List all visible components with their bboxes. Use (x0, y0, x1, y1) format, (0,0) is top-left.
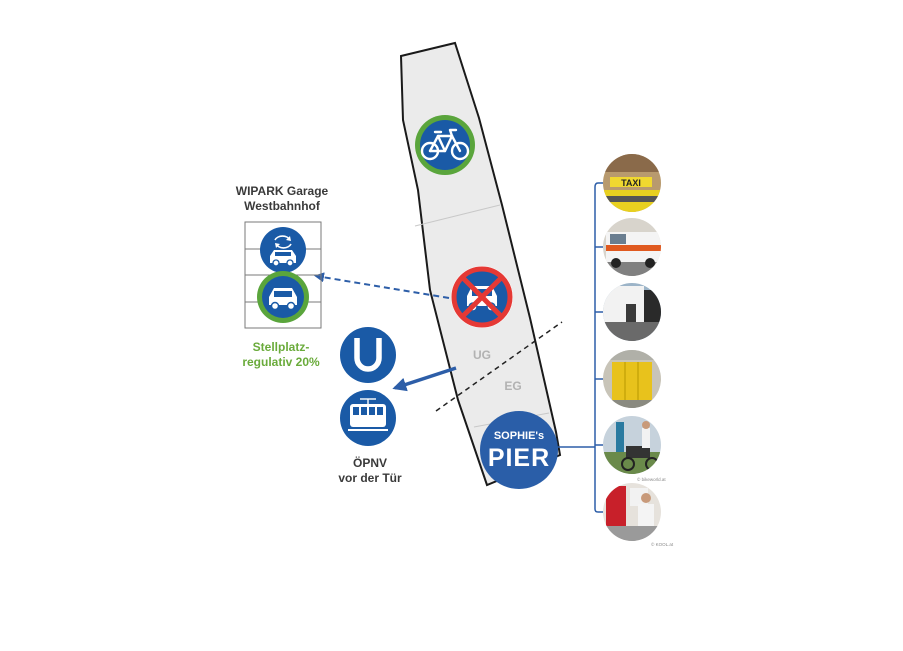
photo-credit-kool: © KOOL.at (651, 541, 674, 547)
bicycle-sign (415, 115, 475, 175)
bicycle-icon (420, 128, 470, 161)
photo-ambulance (603, 218, 661, 276)
photo-delivery-person (603, 483, 661, 541)
u-bahn-sign (340, 327, 396, 383)
garage-arrow (314, 272, 450, 299)
photo-cargo-bike (603, 416, 661, 474)
ground-level-line (435, 321, 563, 412)
no-parking-sign (451, 266, 513, 328)
pier-badge (480, 411, 558, 489)
transit-arrow (392, 366, 457, 392)
pier-label: SOPHIE's PIER (479, 420, 559, 484)
level-label-eg: EG (504, 379, 521, 393)
svg-text:TAXI: TAXI (621, 178, 641, 188)
pier-label-top: SOPHIE's (493, 430, 545, 442)
level-label-ug: UG (473, 348, 491, 362)
parking-regulation-line1: Stellplatz- (252, 340, 310, 354)
u-bahn-icon (354, 338, 382, 372)
car-sharing-icon (270, 235, 296, 267)
pier-label-main: PIER (487, 444, 551, 472)
photo-parcel-locker (603, 350, 661, 408)
car-icon (269, 288, 297, 311)
tram-sign (340, 390, 396, 446)
parking-regulation-note: Stellplatz- regulativ 20% (225, 340, 337, 370)
parking-car-sign (257, 271, 309, 323)
pier-bracket (556, 182, 603, 513)
garage-title: WIPARK Garage Westbahnhof (222, 184, 342, 214)
photo-taxi: TAXI (603, 154, 661, 212)
transit-caption-line2: vor der Tür (338, 471, 402, 485)
photo-delivery-truck (603, 283, 661, 341)
photo-credit-bikeworld: © bikeworld.at (637, 476, 666, 482)
no-parking-icon (451, 266, 513, 328)
parking-regulation-line2: regulativ 20% (242, 355, 320, 369)
garage-title-line2: Westbahnhof (244, 199, 320, 213)
car-sharing-sign (260, 227, 306, 273)
garage-title-line1: WIPARK Garage (235, 184, 329, 198)
transit-caption: ÖPNV vor der Tür (325, 456, 415, 486)
tram-icon (348, 398, 388, 431)
transit-caption-line1: ÖPNV (352, 456, 387, 470)
